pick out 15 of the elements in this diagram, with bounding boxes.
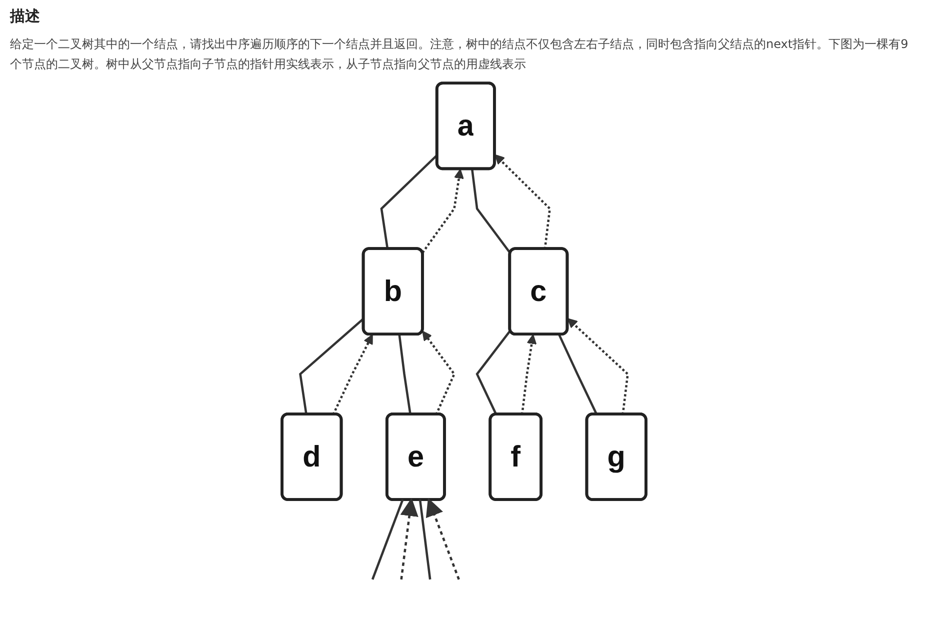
connector bbox=[398, 334, 412, 415]
dashed-arrow bbox=[426, 498, 460, 580]
arrow bbox=[567, 318, 629, 415]
line bbox=[418, 499, 432, 580]
connector bbox=[471, 169, 512, 254]
connector bbox=[476, 330, 512, 416]
heading: 描述 bbox=[10, 7, 40, 26]
line bbox=[371, 499, 404, 580]
arrow bbox=[422, 168, 464, 254]
arrow bbox=[422, 330, 456, 416]
arrow bbox=[520, 334, 537, 415]
connector bbox=[558, 334, 598, 416]
description-text: 给定一个二叉树其中的一个结点，请找出中序遍历顺序的下一个结点并且返回。注意，树中的结点不仅包含左右子结点，同时包含指向父结点的next指针。下图为一棵有9个节点的二叉树。树中从父节点指向子节点的指针用实线表示，从子节点指向父节点的用虚线表示 bbox=[10, 36, 910, 73]
arrow bbox=[332, 334, 373, 416]
dashed-arrow bbox=[400, 498, 418, 580]
